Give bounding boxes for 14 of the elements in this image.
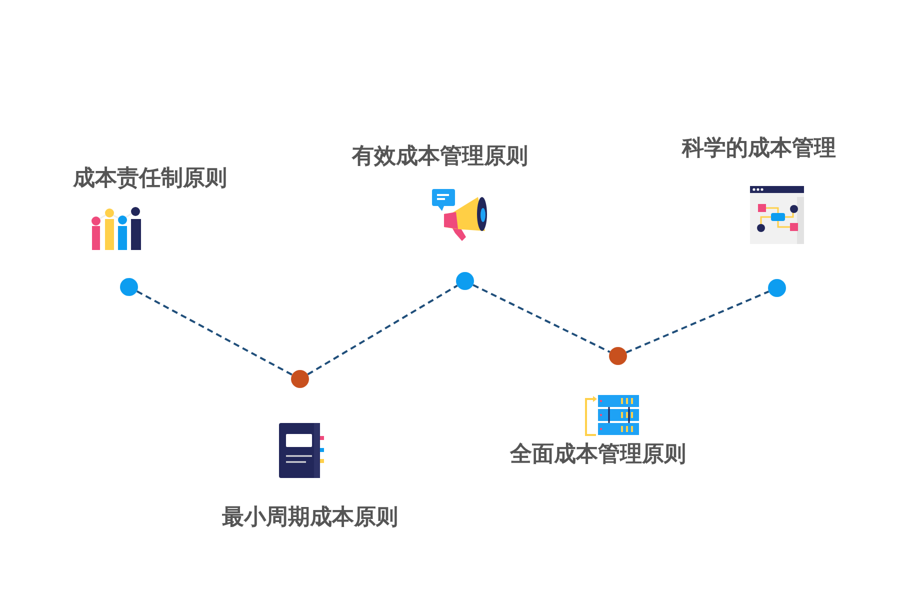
dashed-line — [136, 290, 293, 376]
timeline-dot — [120, 278, 138, 296]
timeline-dot — [768, 279, 786, 297]
principle-label: 成本责任制原则 — [73, 165, 227, 193]
dashed-line — [626, 290, 770, 354]
principle-label: 科学的成本管理 — [682, 135, 836, 163]
timeline-dot — [291, 370, 309, 388]
timeline-dot — [456, 272, 474, 290]
timeline-dot — [609, 347, 627, 365]
principle-label: 最小周期成本原则 — [222, 504, 398, 532]
principle-label: 全面成本管理原则 — [510, 441, 686, 469]
dashed-line — [307, 284, 458, 376]
dashed-line — [472, 284, 610, 353]
principle-label: 有效成本管理原则 — [352, 143, 528, 171]
